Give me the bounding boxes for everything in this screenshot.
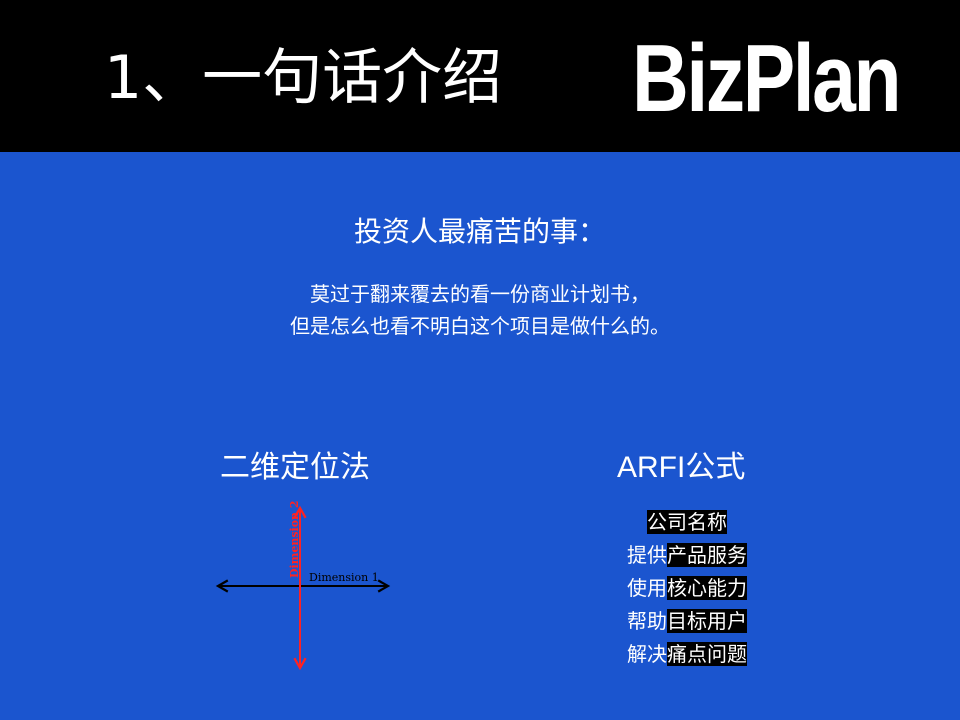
brand-logo: BizPlan (632, 25, 902, 132)
arfi-title: ARFI公式 (617, 451, 746, 484)
dimension-2-label: Dimension 2 (288, 500, 301, 578)
slide-title: 1、一句话介绍 (104, 43, 503, 113)
arfi-row-2: 提供产品服务 (560, 543, 814, 567)
two-dimension-title: 二维定位法 (220, 450, 370, 485)
pain-line-1: 莫过于翻来覆去的看一份商业计划书， (310, 282, 650, 306)
arfi-row-1: 公司名称 (560, 510, 814, 534)
arfi-row-2-prefix: 提供 (627, 543, 667, 567)
pain-heading: 投资人最痛苦的事： (353, 215, 606, 248)
pain-description: 莫过于翻来覆去的看一份商业计划书， 但是怎么也看不明白这个项目是做什么的。 (0, 278, 960, 342)
arfi-row-4-prefix: 帮助 (627, 609, 667, 633)
header-bar: 1、一句话介绍 BizPlan (0, 0, 960, 152)
pain-line-2: 但是怎么也看不明白这个项目是做什么的。 (290, 314, 670, 338)
arfi-row-3-prefix: 使用 (627, 576, 667, 600)
arfi-row-3-highlight: 核心能力 (667, 576, 747, 600)
arfi-row-5-prefix: 解决 (627, 642, 667, 666)
arfi-row-3: 使用核心能力 (560, 576, 814, 600)
arfi-row-4-highlight: 目标用户 (667, 609, 747, 633)
arfi-row-4: 帮助目标用户 (560, 609, 814, 633)
dimension-1-label: Dimension 1 (309, 571, 379, 584)
arfi-row-5: 解决痛点问题 (560, 642, 814, 666)
arfi-row-5-highlight: 痛点问题 (667, 642, 747, 666)
arfi-row-2-highlight: 产品服务 (667, 543, 747, 567)
dimension-axes-diagram: Dimension 1 Dimension 2 (215, 500, 391, 671)
arfi-row-1-highlight: 公司名称 (647, 510, 727, 534)
